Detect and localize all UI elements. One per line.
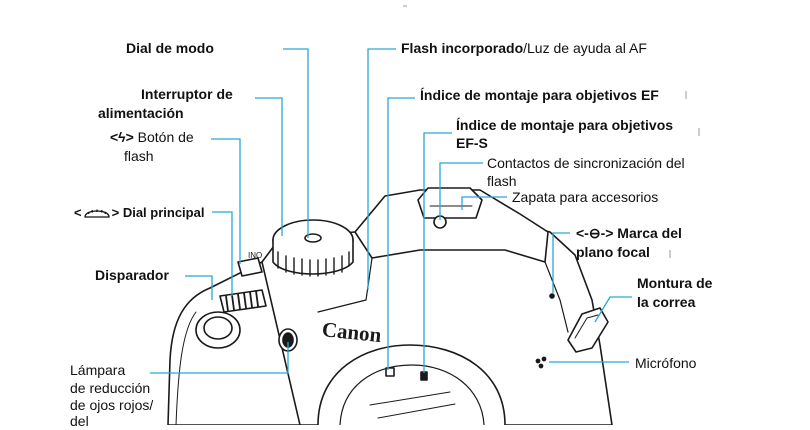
label-redeye-line1: Lámpara: [70, 362, 125, 379]
focal-plane-icon: <-⊖->: [576, 225, 613, 241]
ef-index-mark: [421, 372, 427, 380]
microphone-hole: [536, 359, 539, 362]
label-flash-button-line1: <ϟ> Botón de: [110, 129, 194, 146]
label-main-dial: <> Dial principal: [74, 204, 204, 221]
flash-icon: <ϟ>: [110, 129, 134, 145]
label-ef-index: Índice de montaje para objetivos EF: [420, 87, 659, 104]
focal-plane-mark: [550, 294, 554, 298]
efs-index-mark: [386, 368, 394, 376]
label-strap-mount-line2: la correa: [637, 294, 695, 311]
hot-shoe: [418, 188, 482, 218]
label-flash-button-text: Botón de: [138, 129, 194, 145]
label-mode-dial: Dial de modo: [126, 40, 214, 57]
leader-mode-dial: [283, 49, 308, 238]
label-power-switch-line1: Interruptor de: [141, 86, 233, 103]
label-hot-shoe: Zapata para accesorios: [512, 189, 658, 206]
power-switch: [238, 258, 262, 276]
leader-power-switch: [255, 98, 282, 236]
label-efs-index-line2: EF-S: [456, 135, 488, 152]
label-microphone: Micrófono: [635, 355, 696, 372]
label-redeye-line3: de ojos rojos/: [70, 397, 153, 414]
label-flash-sync-line1: Contactos de sincronización del: [487, 155, 685, 172]
label-redeye-line4: del: [70, 413, 89, 430]
camera-illustration: [168, 188, 612, 425]
label-power-switch-line2: alimentación: [98, 105, 184, 122]
label-focal-plane-line1: <-⊖-> Marca del: [576, 225, 682, 242]
leader-flash-button: [211, 139, 240, 264]
label-focal-plane-line2: plano focal: [576, 244, 650, 261]
label-strap-mount-line1: Montura de: [637, 275, 712, 292]
label-redeye-line2: de reducción: [70, 380, 150, 397]
main-dial-icon: [82, 205, 112, 219]
label-main-dial-text: Dial principal: [123, 205, 205, 220]
label-shutter-button: Disparador: [95, 267, 169, 284]
label-builtin-flash: Flash incorporado/Luz de ayuda al AF: [401, 40, 647, 57]
label-flash-sync-line2: flash: [487, 173, 517, 190]
mode-dial-markings: INO: [248, 251, 262, 260]
label-flash-button-line2: flash: [124, 148, 154, 165]
label-efs-index-line1: Índice de montaje para objetivos: [456, 117, 673, 134]
